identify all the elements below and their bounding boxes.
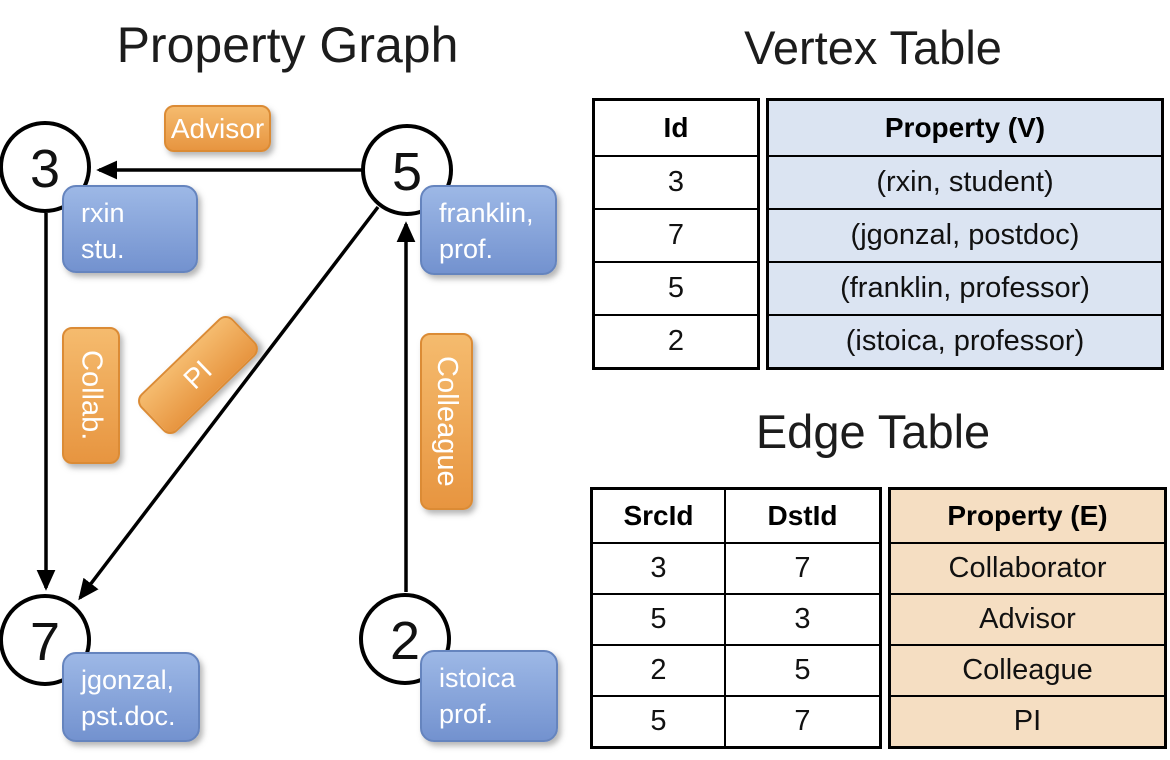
edge-table-src-cell: 2 — [593, 644, 726, 695]
edge-label-colleague: Colleague — [420, 333, 473, 510]
vertex-table-property-cell: (rxin, student) — [769, 155, 1161, 208]
vertex-property-line: istoica — [439, 663, 516, 693]
edge-table: SrcId DstId 3 7 5 3 2 5 5 7 Property (E)… — [590, 487, 1167, 749]
edge-table-dst-cell: 7 — [726, 695, 879, 746]
edge-table-dst-cell: 7 — [726, 542, 879, 593]
vertex-table-property-cell: (franklin, professor) — [769, 261, 1161, 314]
vertex-property-line: rxin — [81, 198, 125, 228]
vertex-table-id-column: Id 3 7 5 2 — [592, 98, 760, 370]
vertex-table-header-id: Id — [663, 112, 689, 143]
vertex-property-box-3: rxin stu. — [62, 185, 198, 273]
edge-table-src-cell: 3 — [593, 542, 726, 593]
vertex-property-line: franklin, — [439, 198, 534, 228]
edge-table-src-dst-columns: SrcId DstId 3 7 5 3 2 5 5 7 — [590, 487, 882, 749]
vertex-table-property-column: Property (V) (rxin, student) (jgonzal, p… — [766, 98, 1164, 370]
vertex-table-id-cell: 2 — [595, 314, 757, 367]
edge-table-property-cell: PI — [891, 695, 1164, 746]
vertex-table-id-cell: 3 — [595, 155, 757, 208]
vertex-table-header-property: Property (V) — [884, 112, 1046, 143]
edge-table-property-cell: Colleague — [891, 644, 1164, 695]
property-graph-title: Property Graph — [116, 17, 459, 73]
node-label-5: 5 — [391, 142, 423, 202]
edge-table-title: Edge Table — [755, 405, 991, 458]
vertex-table: Id 3 7 5 2 Property (V) (rxin, student) … — [592, 98, 1164, 370]
node-label-2: 2 — [389, 611, 421, 671]
edge-label-advisor: Advisor — [164, 105, 271, 152]
node-label-7: 7 — [29, 612, 61, 672]
vertex-property-line: pst.doc. — [81, 700, 176, 731]
vertex-property-box-7: jgonzal, pst.doc. — [62, 652, 200, 742]
vertex-property-line: jgonzal, — [81, 665, 175, 695]
vertex-property-line: prof. — [439, 233, 494, 264]
edge-table-header-dstid: DstId — [767, 500, 838, 531]
vertex-table-property-cell: (jgonzal, postdoc) — [769, 208, 1161, 261]
edge-table-dst-cell: 3 — [726, 593, 879, 644]
edge-5-7 — [78, 205, 380, 601]
vertex-property-box-2: istoica prof. — [420, 650, 558, 742]
edge-table-header-srcid: SrcId — [593, 490, 726, 542]
edge-table-property-cell: Collaborator — [891, 542, 1164, 593]
vertex-property-box-5: franklin, prof. — [420, 185, 557, 275]
vertex-table-property-cell: (istoica, professor) — [769, 314, 1161, 367]
vertex-property-line: prof. — [439, 698, 494, 729]
vertex-property-line: stu. — [81, 233, 125, 264]
vertex-table-id-cell: 5 — [595, 261, 757, 314]
vertex-table-id-cell: 7 — [595, 208, 757, 261]
edge-table-src-cell: 5 — [593, 593, 726, 644]
edge-table-dst-cell: 5 — [726, 644, 879, 695]
node-label-3: 3 — [29, 139, 61, 199]
edge-table-header-property: Property (E) — [947, 500, 1108, 531]
edge-table-property-column: Property (E) Collaborator Advisor Collea… — [888, 487, 1167, 749]
vertex-table-title: Vertex Table — [744, 21, 1002, 74]
edge-table-src-cell: 5 — [593, 695, 726, 746]
edge-label-collab: Collab. — [62, 327, 120, 464]
edge-table-property-cell: Advisor — [891, 593, 1164, 644]
